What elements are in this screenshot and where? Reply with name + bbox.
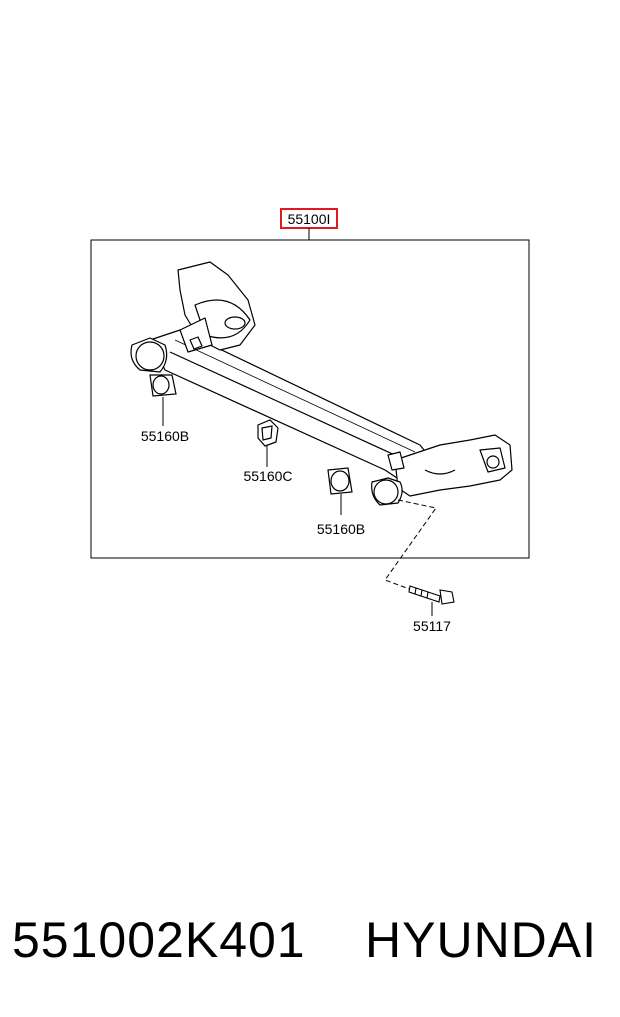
assembly-label[interactable]: 55100I: [280, 208, 338, 229]
assembly-label-text: 55100I: [288, 211, 331, 227]
bumper-part[interactable]: [257, 419, 279, 447]
rear-axle-beam: [130, 261, 513, 506]
assembly-frame: [90, 239, 530, 559]
parts-diagram: 55100I 55160B 551: [90, 208, 530, 634]
brand-name: HYUNDAI: [365, 912, 598, 968]
bolt-part[interactable]: [408, 585, 455, 605]
product-footer: 551002K401 HYUNDAI: [0, 905, 620, 975]
bushing-part-right[interactable]: [327, 467, 353, 495]
callout-bolt[interactable]: 55117: [413, 618, 451, 634]
callout-bushing-left[interactable]: 55160B: [141, 428, 189, 444]
bushing-part-left[interactable]: [149, 374, 177, 397]
callout-bushing-right[interactable]: 55160B: [317, 521, 365, 537]
bolt-guide-line: [384, 499, 437, 591]
part-number: 551002K401: [12, 912, 306, 968]
callout-bumper[interactable]: 55160C: [243, 468, 292, 484]
